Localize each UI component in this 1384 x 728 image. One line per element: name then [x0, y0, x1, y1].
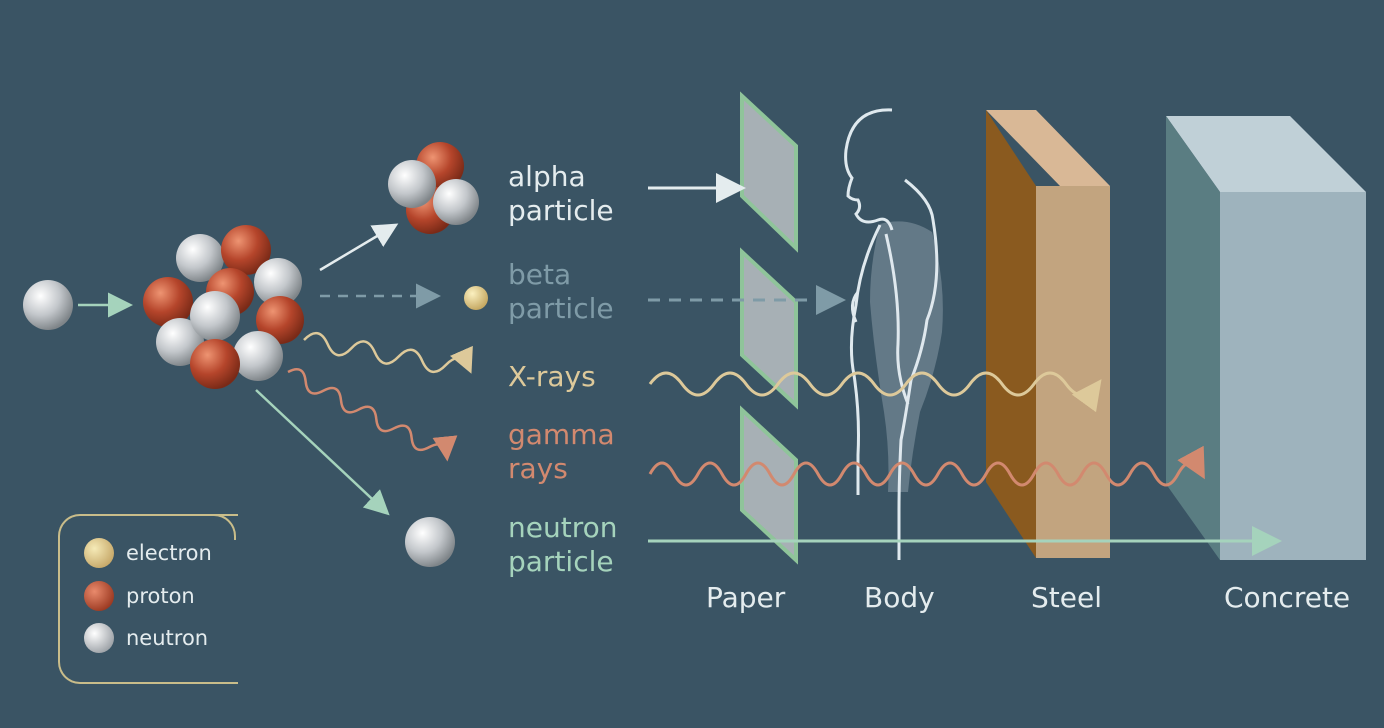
incoming-neutron	[23, 280, 73, 330]
gamma-label-line-2: rays	[508, 452, 568, 485]
beta-particle-label: beta particle	[508, 258, 614, 326]
gamma-path-wave	[648, 445, 1205, 487]
alpha-label-line-2: particle	[508, 194, 614, 227]
atomic-nucleus	[143, 225, 304, 389]
steel-barrier	[986, 110, 1110, 558]
proton-icon	[84, 581, 114, 611]
concrete-barrier	[1166, 116, 1366, 560]
material-label-paper: Paper	[706, 581, 786, 614]
legend-electron-label: electron	[126, 541, 212, 565]
legend-item-neutron: neutron	[84, 623, 208, 653]
legend-box	[58, 514, 238, 684]
alpha-particle-label: alpha particle	[508, 160, 614, 228]
legend-item-proton: proton	[84, 581, 195, 611]
material-label-steel: Steel	[1031, 581, 1102, 614]
gamma-emission-wave	[287, 368, 458, 462]
material-label-body: Body	[864, 581, 935, 614]
legend-item-electron: electron	[84, 538, 212, 568]
paper-barrier	[740, 91, 798, 565]
neutron-label-line-1: neutron	[508, 511, 618, 544]
alpha-emission-arrow	[319, 223, 399, 272]
beta-label-line-1: beta	[508, 258, 572, 291]
electron-icon	[84, 538, 114, 568]
neutron-label-line-2: particle	[508, 545, 614, 578]
emitted-electron	[464, 286, 488, 310]
legend-proton-label: proton	[126, 584, 195, 608]
neutron-emission-arrow	[255, 389, 390, 516]
body-filled-silhouette	[870, 221, 943, 493]
emitted-neutron	[405, 517, 455, 567]
emitted-alpha-particle	[388, 142, 479, 234]
xray-label: X-rays	[508, 360, 596, 393]
alpha-label-line-1: alpha	[508, 160, 586, 193]
material-label-concrete: Concrete	[1224, 581, 1351, 614]
legend-neutron-label: neutron	[126, 626, 209, 650]
gamma-rays-label: gamma rays	[508, 418, 615, 486]
beta-label-line-2: particle	[508, 292, 614, 325]
xray-path-wave	[648, 371, 1102, 413]
gamma-label-line-1: gamma	[508, 418, 615, 451]
neutron-icon	[84, 623, 114, 653]
xray-emission-wave	[303, 331, 473, 374]
neutron-particle-label: neutron particle	[508, 511, 617, 579]
